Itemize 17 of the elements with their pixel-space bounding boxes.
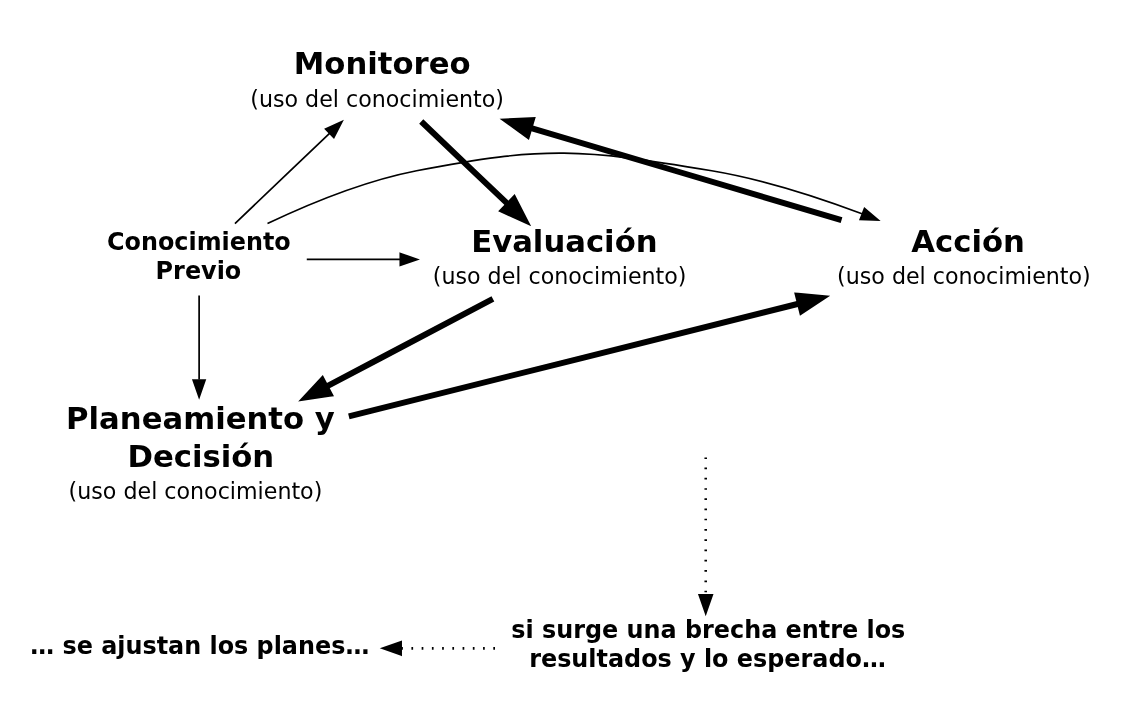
arrow bbox=[348, 292, 831, 420]
arrow bbox=[379, 640, 495, 657]
arrow bbox=[305, 252, 420, 267]
arrow bbox=[499, 116, 843, 223]
node-text: … se ajustan los planes… bbox=[30, 631, 370, 660]
node-text: Acción (uso del conocimiento) bbox=[837, 223, 1091, 290]
arrow bbox=[266, 152, 881, 225]
node-text: si surge una brecha entre los resultados y lo esperado… bbox=[511, 616, 906, 674]
node-text: Monitoreo (uso del conocimiento) bbox=[250, 46, 504, 112]
arrow bbox=[191, 294, 207, 400]
arrow bbox=[234, 119, 344, 225]
arrow bbox=[697, 457, 714, 617]
arrow bbox=[419, 119, 532, 227]
arrow bbox=[298, 296, 495, 402]
node-text: Conocimiento Previo bbox=[107, 227, 291, 285]
node-text: Planeamiento y Decisión (uso del conocimiento) bbox=[66, 401, 335, 504]
node-text: Evaluación (uso del conocimiento) bbox=[432, 223, 687, 290]
